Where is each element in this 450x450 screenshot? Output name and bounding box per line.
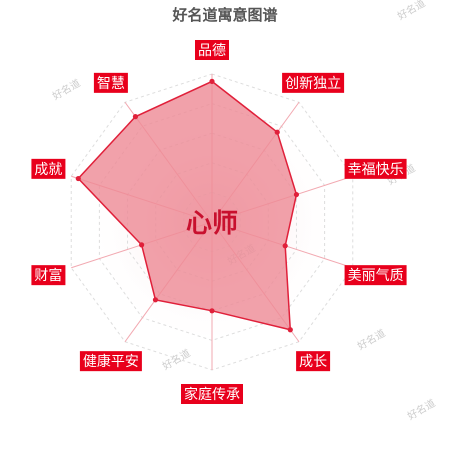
axis-label: 家庭传承 [181,384,243,404]
axis-label: 健康平安 [79,351,142,372]
data-point [209,308,215,314]
axis-label: 幸福快乐 [344,158,407,179]
data-point [152,297,159,303]
radar-points [75,78,300,333]
axis-label-text: 家庭传承 [184,386,240,403]
axis-label-text: 创新独立 [285,76,341,92]
chart-title: 好名道寓意图谱 [171,6,277,24]
center-word: 心师 [186,209,238,239]
axis-label-text: 幸福快乐 [348,162,404,178]
axis-label-text: 财富 [34,267,62,284]
watermark: 好名道 [405,396,437,422]
axis-label-text: 成就 [34,162,62,178]
data-point [75,175,81,182]
axis-label-text: 美丽气质 [348,268,404,284]
axis-label-bg [344,265,407,286]
axis-label: 智慧 [93,72,128,93]
watermark: 好名道 [160,346,192,372]
data-point [139,242,145,248]
axis-label-bg [79,351,142,372]
axis-label-bg [282,72,345,93]
axis-label-bg [181,384,243,404]
watermark: 好名道 [395,0,427,23]
data-point [282,243,288,249]
axis-label: 成长 [296,351,331,372]
axis-label-bg [31,265,66,286]
axis-label: 成就 [31,158,66,179]
axis-label: 品德 [195,40,229,60]
data-point [132,114,139,120]
axis-label: 创新独立 [282,72,345,93]
data-point [209,78,215,84]
axis-label-text: 品德 [198,43,226,59]
watermark: 好名道 [50,76,82,102]
data-point [274,129,280,135]
axis-label: 美丽气质 [344,265,407,286]
axis-label-bg [344,158,407,179]
axis-label: 财富 [31,265,66,286]
data-point [287,327,293,333]
axis-label-text: 成长 [299,354,327,370]
axis-label-bg [31,158,66,179]
grid-ring [98,103,326,341]
axis-label-bg [296,351,331,372]
axis-label-bg [195,40,229,60]
watermark: 好名道 [355,326,387,352]
axis-label-text: 健康平安 [83,353,139,370]
data-point [293,191,300,198]
axis-label-bg [93,72,128,93]
axis-label-text: 智慧 [97,76,125,92]
